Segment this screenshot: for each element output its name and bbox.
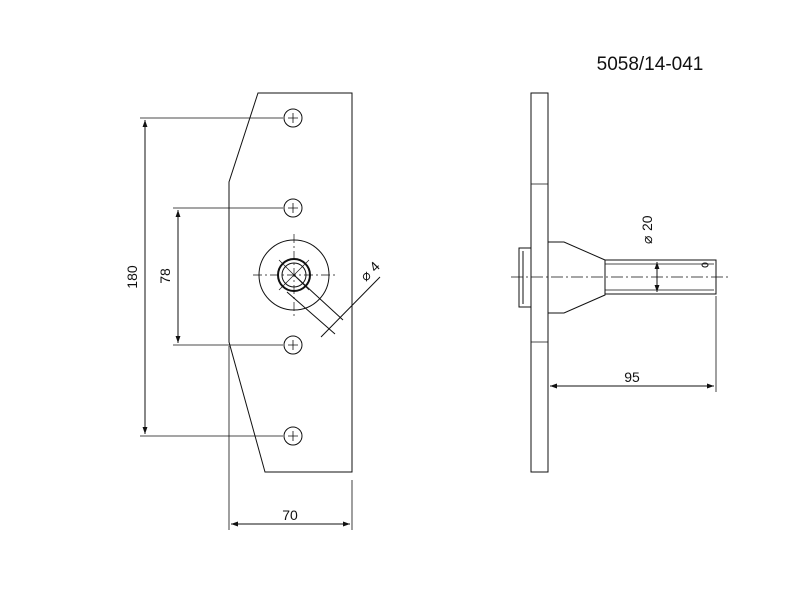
mounting-hole: [283, 426, 303, 446]
mounting-hole: [283, 198, 303, 218]
mounting-hole: [283, 335, 303, 355]
side-view: [511, 92, 728, 473]
diameter-symbol: ⌀: [639, 236, 655, 244]
dim-20-label: 20: [639, 215, 655, 231]
dim-4-label: 4: [366, 258, 383, 275]
dim-78-label: 78: [157, 268, 173, 284]
plate-side: [530, 92, 549, 473]
front-view: [140, 92, 381, 530]
dim-hole-diameter: ⌀ 4: [357, 258, 383, 284]
dim-70-label: 70: [282, 507, 298, 523]
dim-95-label: 95: [624, 369, 640, 385]
hub: [518, 247, 531, 308]
plate-outline: [228, 92, 353, 473]
dim-shaft-diameter: ⌀ 20: [639, 215, 655, 244]
dim-180-label: 180: [124, 265, 140, 289]
drawing-number: 5058/14-041: [596, 54, 704, 75]
pin-hole: [701, 262, 709, 268]
hole-diameter-leader: [286, 274, 381, 338]
mounting-hole: [283, 108, 303, 128]
cone: [548, 241, 606, 314]
